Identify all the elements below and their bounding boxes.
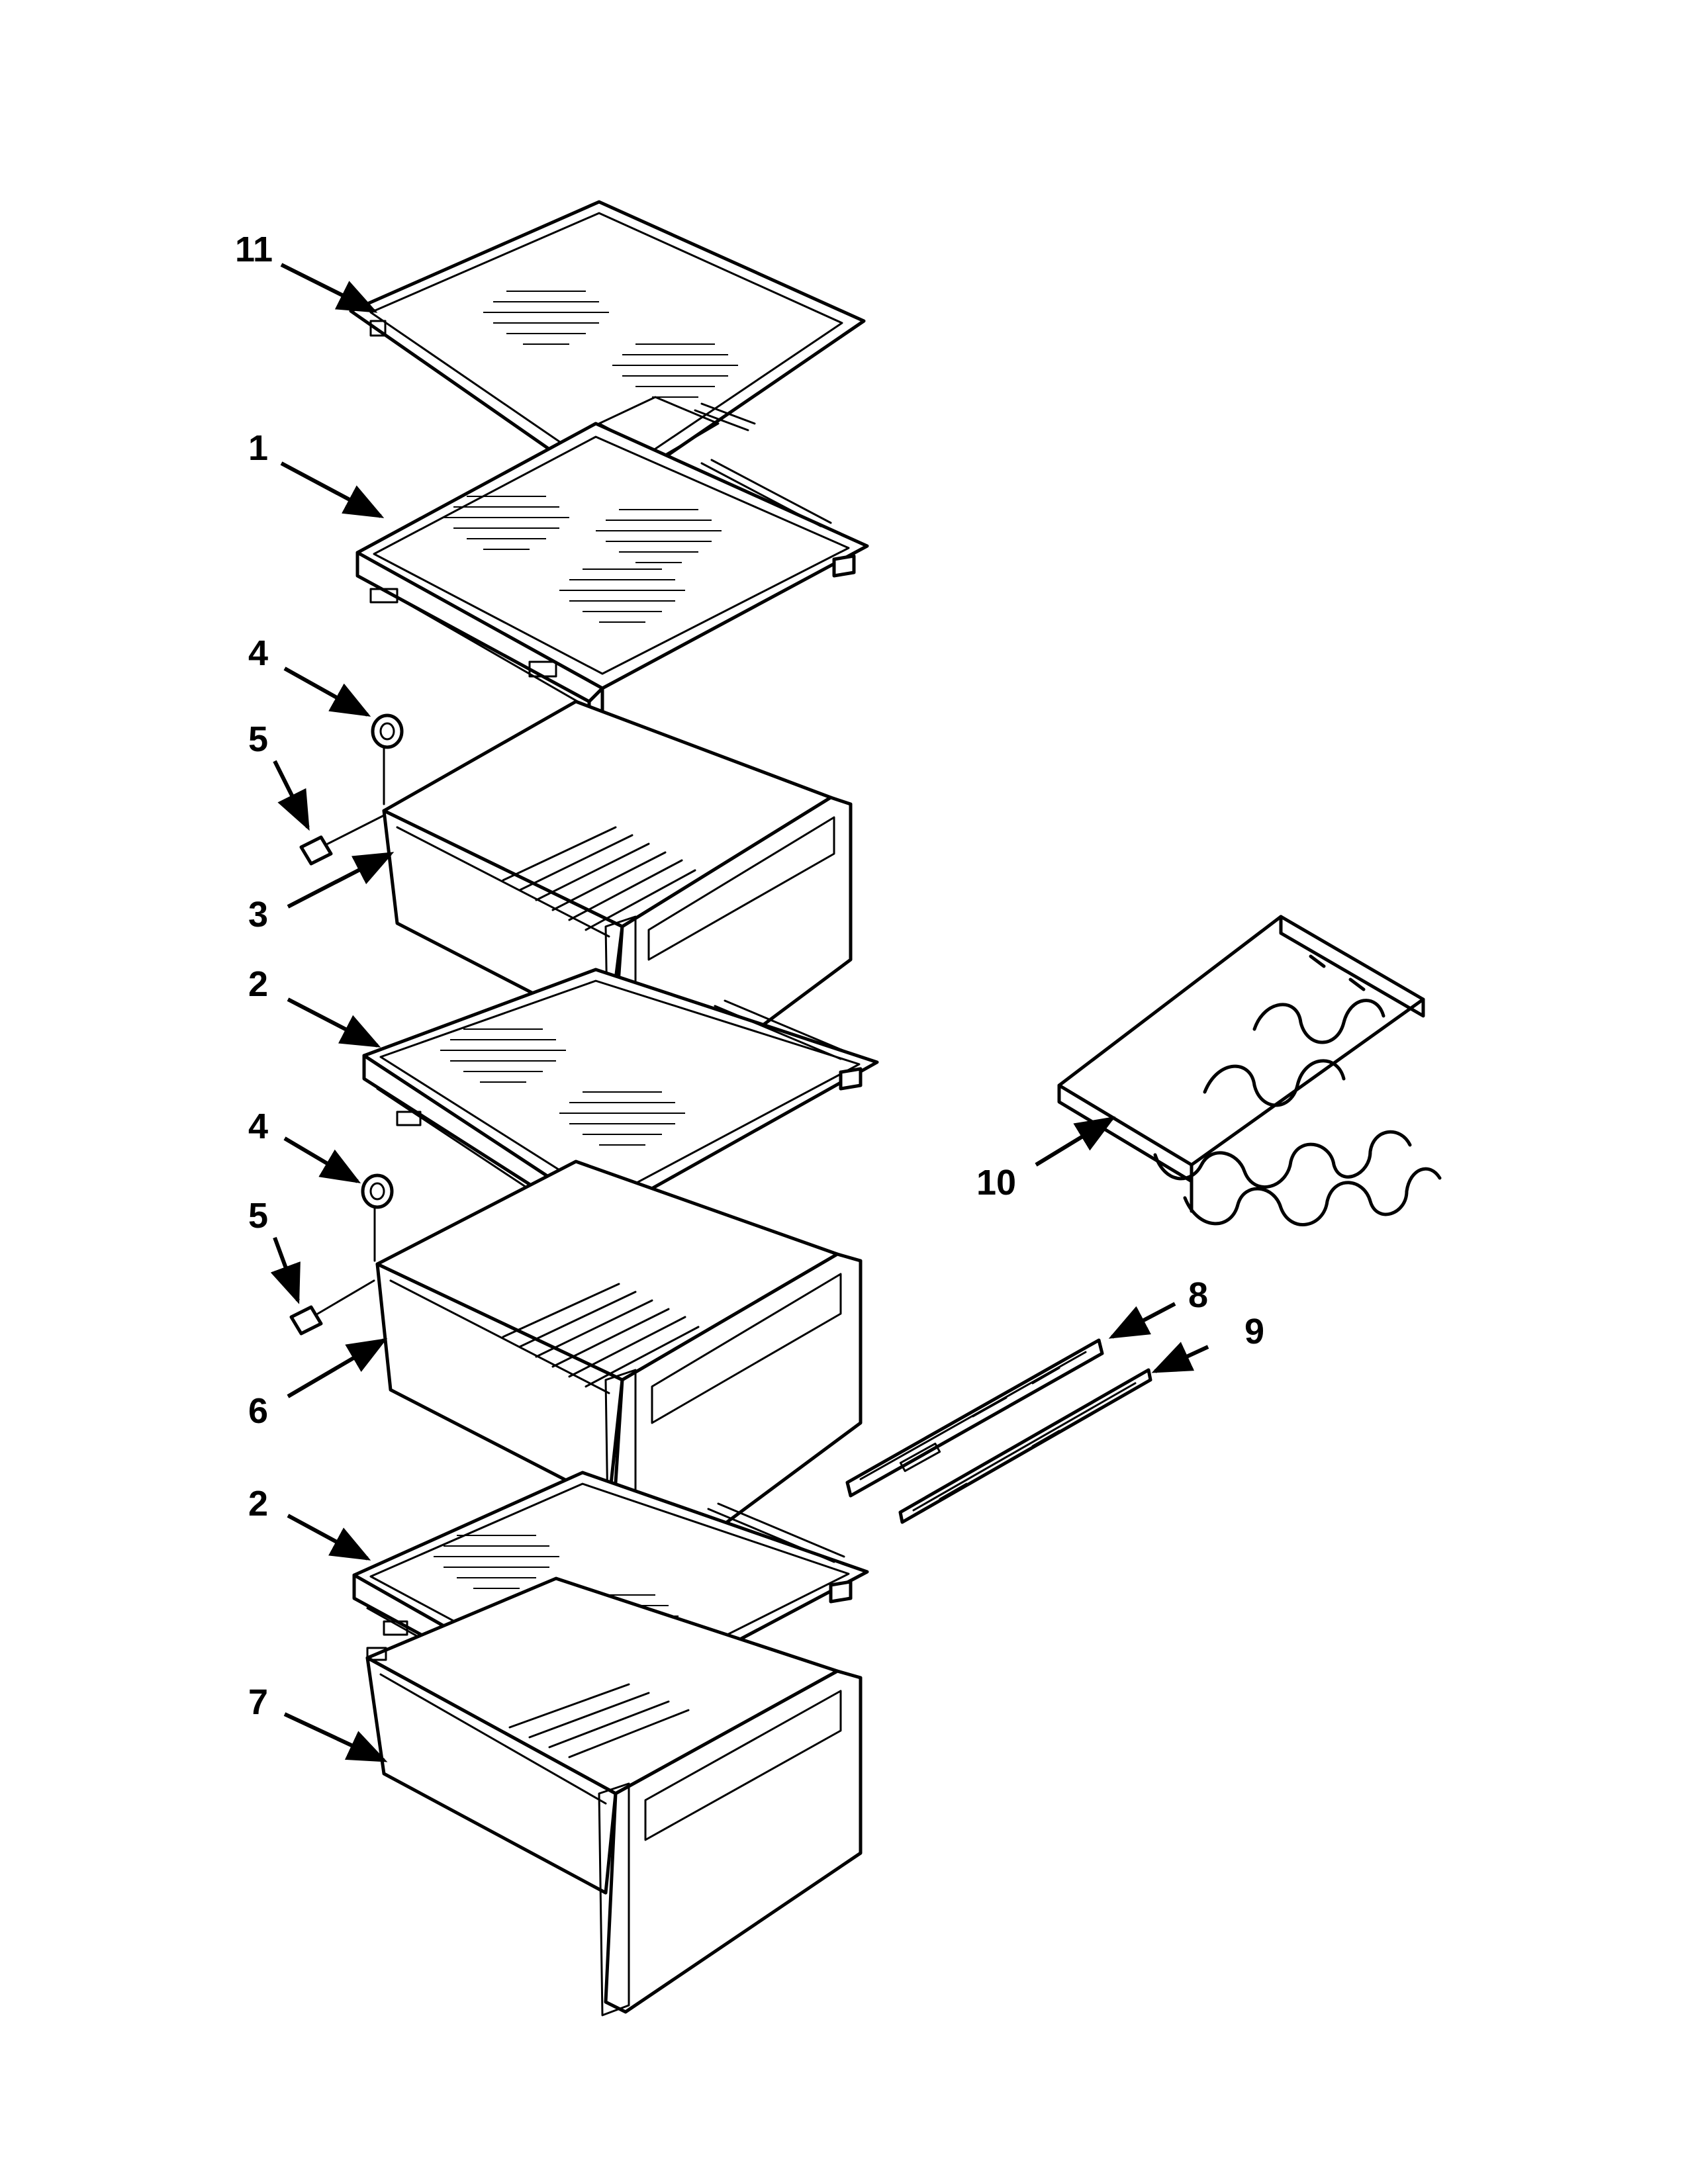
part-8-slide-rail (845, 1338, 1104, 1498)
arrow-11 (280, 263, 378, 313)
callout-10: 10 (976, 1163, 1016, 1203)
callout-7: 7 (248, 1682, 268, 1722)
pan-7-ribs (508, 1683, 690, 1758)
callout-4-lower: 4 (248, 1107, 268, 1146)
arrow-2-lower (287, 1514, 371, 1561)
part-11-glass-shelf (349, 200, 866, 495)
arrow-2-upper (287, 997, 381, 1048)
arrow-10 (1035, 1116, 1116, 1167)
part-5-screw-lower (289, 1279, 375, 1336)
arrow-8 (1108, 1302, 1176, 1339)
part-4-pin-lower (361, 1173, 394, 1262)
arrow-9 (1151, 1342, 1209, 1373)
callout-9: 9 (1244, 1312, 1264, 1351)
arrow-7 (283, 1712, 388, 1762)
callout-5-lower: 5 (248, 1196, 268, 1236)
callout-2-upper: 2 (248, 964, 268, 1004)
callout-8: 8 (1188, 1275, 1208, 1315)
callout-6: 6 (248, 1391, 268, 1431)
arrow-1 (280, 461, 385, 518)
part-7-pan-drawer (365, 1576, 863, 2017)
part-10-wine-rack (1057, 915, 1442, 1226)
callout-4-upper: 4 (248, 633, 268, 673)
part-5-screw-upper (299, 814, 385, 866)
leader-arrows (270, 263, 1209, 1762)
callout-5-upper: 5 (248, 719, 268, 759)
callout-labels: 11 1 4 5 3 2 4 5 6 2 7 8 9 10 (235, 230, 1264, 1722)
arrow-4-upper (283, 666, 371, 717)
callout-11: 11 (235, 230, 273, 269)
callout-2-lower: 2 (248, 1484, 268, 1524)
callout-1: 1 (248, 428, 268, 468)
arrow-4-lower (283, 1136, 361, 1184)
part-9-slide-rail (898, 1368, 1152, 1524)
arrow-5-upper (273, 760, 310, 831)
callout-3: 3 (248, 895, 268, 934)
arrow-6 (287, 1338, 388, 1398)
arrow-5-lower (270, 1236, 301, 1304)
part-1-shelf-frame (355, 422, 869, 717)
arrow-3 (287, 852, 395, 909)
crisper-3-ribs (502, 826, 696, 931)
part-4-pin-upper (371, 713, 404, 805)
crisper-6-ribs (502, 1283, 700, 1388)
